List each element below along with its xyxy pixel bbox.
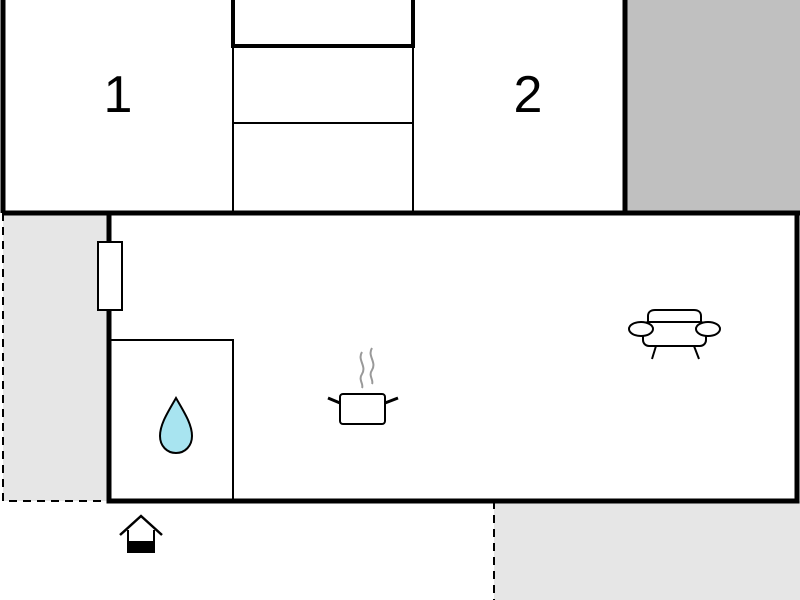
- house-entrance-icon: [119, 514, 163, 553]
- pot-body: [339, 393, 386, 425]
- stair-side-walls: [232, 46, 414, 213]
- steam-lines: [359, 347, 375, 389]
- sofa-leg-left: [651, 345, 657, 360]
- room-label-2: 2: [514, 66, 543, 124]
- stair-landing: [231, 0, 415, 48]
- room-label-1: 1: [104, 66, 133, 124]
- sofa-back: [647, 309, 702, 322]
- cooking-pot-icon: [327, 347, 399, 425]
- terrace-left: [3, 213, 109, 501]
- window: [97, 241, 123, 311]
- entrance-door: [128, 541, 154, 552]
- sofa-arm-right: [695, 321, 721, 337]
- sofa-leg-right: [693, 345, 700, 360]
- main-outer-wall: [106, 210, 800, 504]
- pot-handle-left: [327, 396, 341, 405]
- pot-handle-right: [384, 396, 399, 405]
- water-drop-icon: [158, 395, 194, 455]
- entrance-roof: [119, 514, 163, 536]
- terrace-left-outline: [2, 213, 109, 502]
- bathroom-walls: [109, 339, 234, 501]
- adjacent-area-top-right: [625, 0, 800, 213]
- sofa-arm-left: [628, 321, 654, 337]
- sofa-icon: [628, 309, 721, 360]
- terrace-bottom-right: [494, 501, 800, 600]
